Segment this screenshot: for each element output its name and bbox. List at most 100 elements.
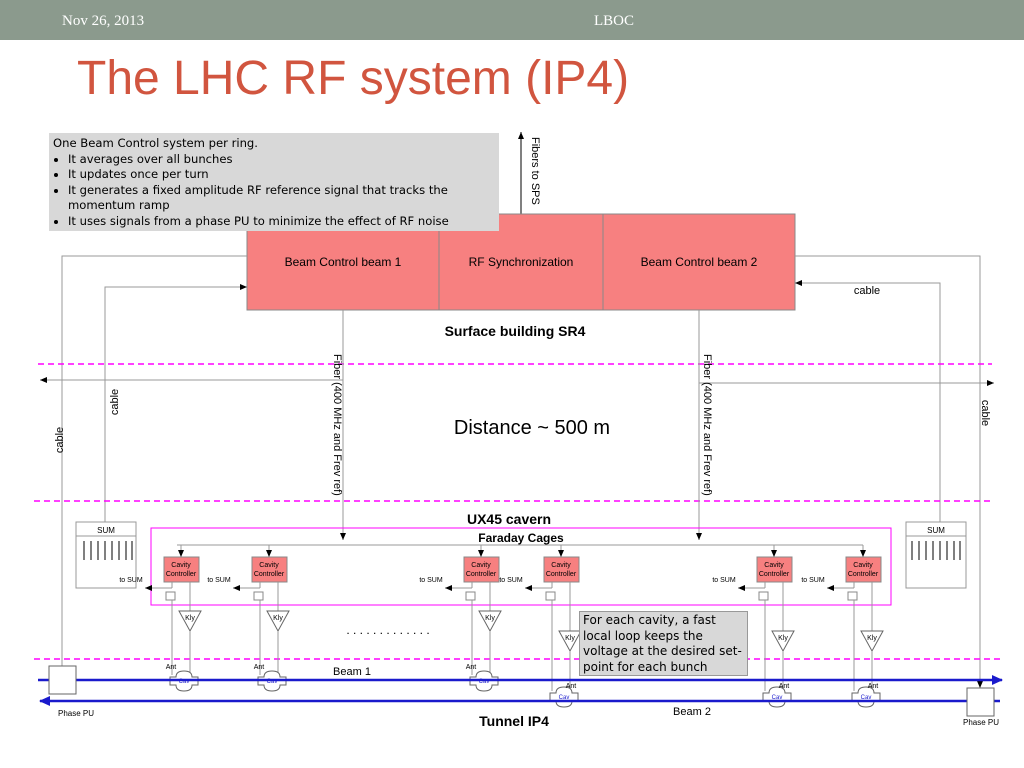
klystron xyxy=(558,630,582,653)
faraday-cage-box xyxy=(150,527,892,606)
coupler-box xyxy=(545,591,556,601)
cable-line-left-outer xyxy=(61,255,247,666)
tunnel-label: Tunnel IP4 xyxy=(479,713,549,729)
note-bullet: It averages over all bunches xyxy=(68,152,495,168)
cavity-label: Cav xyxy=(772,695,783,701)
cavern-title: UX45 cavern xyxy=(467,511,551,527)
cable-label-surface: cable xyxy=(854,285,880,297)
coupler-box xyxy=(165,591,176,601)
cable-label-right: cable xyxy=(979,400,991,426)
sum-label-left: SUM xyxy=(97,526,115,535)
fibers-to-sps-label: Fibers to SPS xyxy=(529,137,541,205)
coupler-box xyxy=(253,591,264,601)
cavity-controller-label: Controller xyxy=(848,571,879,578)
klystron xyxy=(860,630,884,653)
cable-line-left-inner xyxy=(104,284,247,522)
header-bar: Nov 26, 2013 LBOC xyxy=(0,0,1024,40)
antenna-label: Ant xyxy=(166,664,177,671)
note-bullet: It generates a fixed amplitude RF refere… xyxy=(68,183,495,214)
cavity-controller-label: Cavity xyxy=(853,562,873,569)
to-sum-label: to SUM xyxy=(499,577,523,584)
cavity-controller-label: Cavity xyxy=(764,562,784,569)
sum-box-right xyxy=(905,521,967,589)
cable-label-left-inner: cable xyxy=(109,389,121,415)
fiber-label-beam1: Fiber (400 MHz and Frev ref) xyxy=(331,354,343,496)
klystron-label: Kly xyxy=(778,635,788,642)
beam-control-2-label: Beam Control beam 2 xyxy=(641,255,758,269)
cavity-controller xyxy=(163,556,200,583)
faraday-cages-label: Faraday Cages xyxy=(478,531,564,545)
beam-control-note: One Beam Control system per ring. It ave… xyxy=(49,133,499,231)
distance-label: Distance ~ 500 m xyxy=(454,417,610,439)
phase-pu-left-label: Phase PU xyxy=(58,709,94,718)
antenna-label: Ant xyxy=(868,683,879,690)
klystron xyxy=(478,610,502,633)
note-heading: One Beam Control system per ring. xyxy=(53,136,258,150)
to-sum-label: to SUM xyxy=(207,577,231,584)
sum-inputs-left xyxy=(83,541,133,560)
klystron xyxy=(178,610,202,633)
rf-sync-label: RF Synchronization xyxy=(469,255,574,269)
cavity-controller-label: Cavity xyxy=(171,562,191,569)
to-sum-label: to SUM xyxy=(712,577,736,584)
coupler-box xyxy=(465,591,476,601)
to-sum-label: to SUM xyxy=(119,577,143,584)
phase-pu-right xyxy=(966,687,995,717)
slide-title: The LHC RF system (IP4) xyxy=(77,52,630,105)
cavity-label: Cav xyxy=(479,679,490,685)
cavity-controller xyxy=(463,556,500,583)
klystron-label: Kly xyxy=(565,635,575,642)
fiber-label-beam2: Fiber (400 MHz and Frev ref) xyxy=(701,354,713,496)
klystron-label: Kly xyxy=(273,615,283,622)
sum-label-right: SUM xyxy=(927,526,945,535)
klystron xyxy=(771,630,795,653)
surface-building-label: Surface building SR4 xyxy=(445,323,586,339)
note-bullet: It uses signals from a phase PU to minim… xyxy=(68,214,495,230)
cavity-controller-label: Controller xyxy=(254,571,285,578)
cavity-label: Cav xyxy=(267,679,278,685)
klystron-label: Kly xyxy=(867,635,877,642)
beam-control-1-label: Beam Control beam 1 xyxy=(285,255,402,269)
local-loop-note: For each cavity, a fast local loop keeps… xyxy=(579,611,748,676)
coupler-box xyxy=(758,591,769,601)
surface-control-block xyxy=(246,213,796,311)
antenna-label: Ant xyxy=(779,683,790,690)
cavity-controller xyxy=(251,556,288,583)
klystron xyxy=(266,610,290,633)
cavity-controller xyxy=(543,556,580,583)
cavity-controller xyxy=(845,556,882,583)
cavity-controller-label: Controller xyxy=(166,571,197,578)
beam2-label: Beam 2 xyxy=(673,706,711,718)
klystron-label: Kly xyxy=(485,615,495,622)
antenna-label: Ant xyxy=(254,664,265,671)
cavity-controller-label: Cavity xyxy=(259,562,279,569)
to-sum-label: to SUM xyxy=(419,577,443,584)
antenna-label: Ant xyxy=(466,664,477,671)
klystron-label: Kly xyxy=(185,615,195,622)
cavity-label: Cav xyxy=(861,695,872,701)
cavity-label: Cav xyxy=(559,695,570,701)
beam1-label: Beam 1 xyxy=(333,666,371,678)
slide-date: Nov 26, 2013 xyxy=(62,13,145,29)
cavity-controller-label: Controller xyxy=(546,571,577,578)
antenna-label: Ant xyxy=(566,683,577,690)
cable-line-right-inner xyxy=(795,280,941,522)
note-bullet: It updates once per turn xyxy=(68,167,495,183)
phase-pu-left xyxy=(48,665,77,695)
cavity-controller xyxy=(756,556,793,583)
coupler-box xyxy=(847,591,858,601)
phase-pu-right-label: Phase PU xyxy=(963,718,999,727)
sum-inputs-right xyxy=(911,541,961,560)
cavity-controller-label: Controller xyxy=(759,571,790,578)
cavity-controller-label: Controller xyxy=(466,571,497,578)
cavity-label: Cav xyxy=(179,679,190,685)
cavity-controller-label: Cavity xyxy=(471,562,491,569)
cavity-controller-label: Cavity xyxy=(551,562,571,569)
cable-label-left-outer: cable xyxy=(54,427,66,453)
note-bullets: It averages over all bunches It updates … xyxy=(53,152,495,230)
cable-line-right-outer xyxy=(795,255,983,688)
to-sum-label: to SUM xyxy=(801,577,825,584)
conference-label: LBOC xyxy=(594,13,635,29)
more-cavities-dots: . . . . . . . . . . . . . xyxy=(346,623,429,637)
